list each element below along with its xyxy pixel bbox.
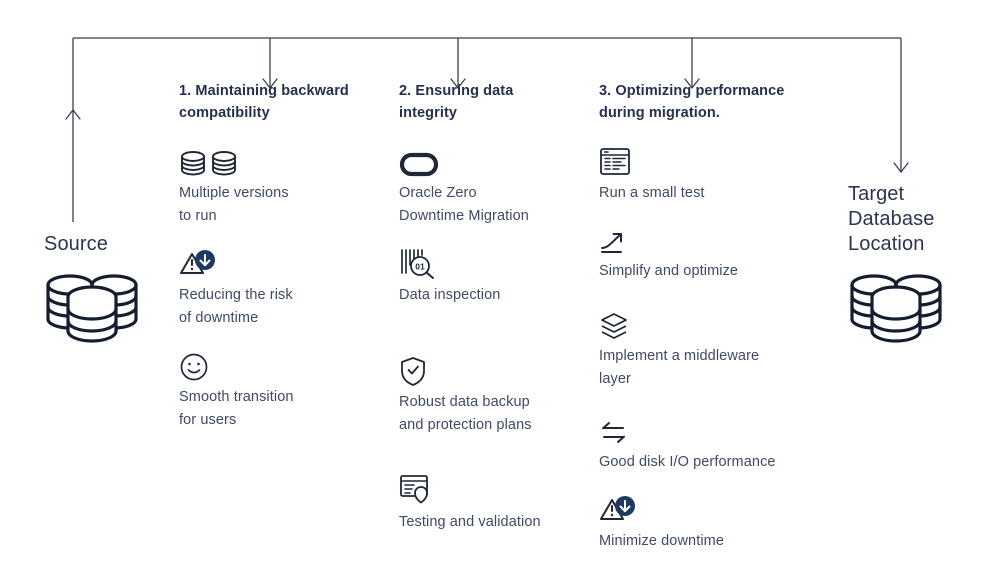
list-item: Reducing the risk of downtime [179, 246, 379, 330]
column-maintaining-backward-compatibility: 1. Maintaining backward compatibility [179, 80, 379, 436]
list-item: Testing and validation [399, 473, 594, 534]
list-item-label: Minimize downtime [599, 533, 724, 549]
warning-download-icon [599, 492, 829, 526]
list-item-label: Testing and validation [399, 514, 541, 530]
list-item: Implement a middleware layer [599, 307, 829, 391]
column-3-heading: 3. Optimizing performance during migrati… [599, 83, 785, 121]
source-title: Source [44, 233, 108, 255]
list-item: Simplify and optimize [599, 222, 829, 283]
list-item-label: Multiple versions to run [179, 185, 289, 224]
list-item: 01 Data inspection [399, 246, 594, 307]
list-item-label: Robust data backup and protection plans [399, 394, 532, 433]
trending-up-arrow-icon [599, 222, 829, 256]
list-item-label: Good disk I/O performance [599, 454, 776, 470]
list-item-label: Implement a middleware layer [599, 348, 760, 387]
list-item-label: Run a small test [599, 185, 705, 201]
column-2-heading: 2. Ensuring data integrity [399, 83, 514, 121]
list-item: Robust data backup and protection plans [399, 353, 594, 437]
column-1-heading: 1. Maintaining backward compatibility [179, 83, 349, 121]
database-stack-icon [848, 267, 944, 345]
capsule-pill-icon [399, 144, 594, 178]
list-item: Run a small test [599, 144, 829, 205]
column-ensuring-data-integrity: 2. Ensuring data integrity Oracle Zero D… [399, 80, 594, 538]
bidirectional-arrows-icon [599, 413, 829, 447]
list-item: Oracle Zero Downtime Migration [399, 144, 594, 228]
code-window-icon [599, 144, 829, 178]
list-item: Smooth transition for users [179, 348, 379, 432]
document-inspect-icon [399, 473, 594, 507]
source-node: Source [44, 232, 140, 345]
database-stack-icon [44, 267, 140, 345]
warning-download-icon [179, 246, 379, 280]
column-optimizing-performance: 3. Optimizing performance during migrati… [599, 80, 829, 557]
svg-text:01: 01 [415, 262, 425, 272]
list-item-label: Data inspection [399, 287, 501, 303]
barcode-magnifier-icon: 01 [399, 246, 594, 280]
target-node: Target Database Location [848, 182, 944, 345]
multiple-databases-icon [179, 144, 379, 178]
list-item: Multiple versions to run [179, 144, 379, 228]
arrowhead-up-source [65, 109, 81, 120]
layers-stack-icon [599, 307, 829, 341]
list-item: Good disk I/O performance [599, 413, 829, 474]
shield-check-icon [399, 353, 594, 387]
target-title: Target Database Location [848, 183, 935, 255]
arrowhead-down-target [893, 162, 909, 173]
list-item-label: Reducing the risk of downtime [179, 287, 293, 326]
list-item-label: Oracle Zero Downtime Migration [399, 185, 529, 224]
smiley-face-icon [179, 348, 379, 382]
list-item: Minimize downtime [599, 492, 829, 553]
list-item-label: Simplify and optimize [599, 263, 739, 279]
list-item-label: Smooth transition for users [179, 389, 294, 428]
